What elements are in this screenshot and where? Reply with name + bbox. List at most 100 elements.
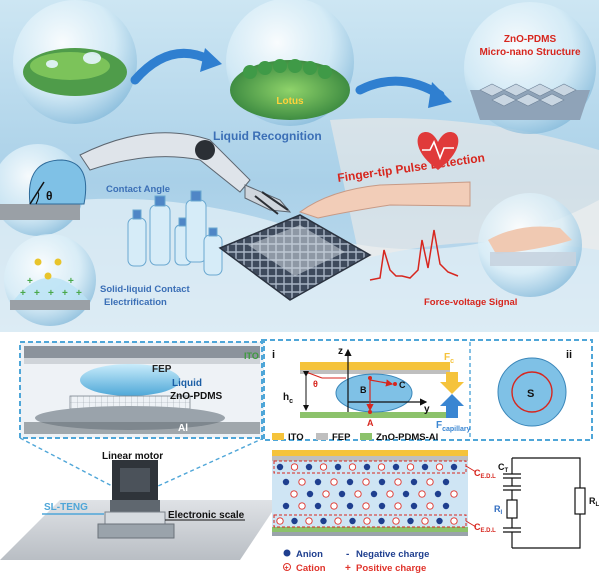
ito-layer	[300, 362, 450, 370]
linear-motor-rig	[97, 460, 175, 539]
cation-dot	[362, 478, 370, 486]
liquid-label: Liquid	[172, 378, 202, 389]
anion-dot	[450, 463, 458, 471]
contact-angle-theta: θ	[46, 189, 53, 203]
liquid-recognition-label: Liquid Recognition	[213, 129, 322, 143]
axis-z: z	[338, 346, 343, 357]
hc-label: hc	[283, 392, 293, 405]
top-illustration: Lotus ZnO-PDMS Micro-nano Structure Li	[0, 0, 599, 332]
anion-dot	[392, 463, 400, 471]
cation-dot	[319, 463, 328, 471]
svg-text:+: +	[62, 288, 68, 299]
svg-text:+: +	[345, 563, 351, 574]
force-theta: θ	[313, 379, 318, 389]
point-b: B	[360, 385, 367, 395]
rl-label: RL	[589, 496, 599, 508]
anion-dot	[314, 478, 322, 486]
electronic-scale-label: Electronic scale	[168, 510, 245, 521]
robot-arm	[79, 132, 292, 215]
anion-dot	[282, 478, 290, 486]
leaf-bubble	[13, 0, 137, 124]
ri-label: RI	[494, 504, 503, 516]
cation-dot	[426, 478, 434, 486]
cation-dot	[348, 463, 357, 471]
cation-dot	[354, 490, 362, 498]
anion-dot	[349, 517, 356, 525]
fep-label: FEP	[152, 364, 172, 375]
bottles	[127, 190, 223, 276]
solid-liquid-label-1: Solid-liquid Contact	[100, 284, 191, 295]
lotus-label: Lotus	[276, 96, 304, 107]
fc-arrow	[440, 372, 464, 394]
heart-icon	[417, 132, 459, 170]
cation-dot	[305, 517, 313, 525]
anion-dot	[320, 517, 327, 525]
anion-dot	[346, 502, 354, 510]
cation-dot	[450, 490, 458, 498]
linear-motor-label: Linear motor	[102, 451, 163, 462]
cation-dot	[322, 490, 330, 498]
anion-dot	[434, 490, 442, 498]
liquid-drop	[80, 364, 180, 396]
anion-dot	[363, 463, 371, 471]
anion-dot	[334, 463, 342, 471]
cation-dot	[377, 463, 386, 471]
cation-dot	[362, 502, 370, 510]
legend-anion: Anion	[296, 549, 323, 560]
flow-arrow-1	[130, 48, 215, 85]
force-analysis-frame	[261, 339, 593, 441]
cation-dot	[330, 478, 338, 486]
ion-legend: Anion + Cation - Negative charge + Posit…	[283, 549, 429, 574]
anion-dot	[282, 502, 290, 510]
anion-dot	[370, 490, 378, 498]
anion-dot	[314, 502, 322, 510]
cation-dot	[290, 490, 298, 498]
force-voltage-label: Force-voltage Signal	[424, 297, 517, 308]
solid-liquid-label-2: Electrification	[104, 297, 167, 308]
anion-dot	[305, 463, 313, 471]
legend-zno: ZnO-PDMS-Al	[376, 432, 438, 443]
panel-ii-label: ii	[566, 349, 572, 361]
sl-teng-label: SL-TENG	[44, 502, 88, 513]
ito-label: ITO	[244, 351, 259, 361]
top-view-droplet	[497, 357, 567, 427]
legend-ito: ITO	[288, 432, 304, 443]
svg-text:+: +	[34, 288, 40, 299]
svg-text:-: -	[346, 549, 349, 560]
setup-panel: FEP ITO Liquid ZnO-PDMS Al Linear motor …	[0, 332, 599, 578]
equivalent-circuit	[503, 457, 586, 549]
axis-y: y	[424, 404, 430, 415]
anion-dot	[346, 478, 354, 486]
fc-label: Fc	[444, 352, 454, 365]
fcap-label: Fcapillary	[436, 420, 471, 433]
cation-dot	[298, 502, 306, 510]
anion-dot	[378, 502, 386, 510]
cation-dot	[392, 517, 400, 525]
anion-dot	[378, 517, 385, 525]
anion-dot	[436, 517, 443, 525]
cation-dot	[450, 517, 458, 525]
legend-fep: FEP	[332, 432, 351, 443]
cation-dot	[276, 517, 284, 525]
cedl-label-top: CE.D.L	[474, 468, 496, 480]
fep-layer-top	[300, 370, 450, 374]
cation-dot	[394, 478, 402, 486]
cation-dot	[290, 463, 299, 471]
cedl-label-bottom: CE.D.L	[474, 522, 496, 534]
force-voltage-signal	[369, 229, 459, 281]
point-c: C	[399, 380, 406, 390]
anion-dot	[410, 478, 418, 486]
point-a: A	[367, 418, 374, 428]
svg-text:+: +	[27, 276, 33, 287]
area-s-label: S	[527, 388, 534, 400]
solid-liquid-bubble: +++++ ++	[4, 234, 96, 326]
anion-dot	[291, 517, 298, 525]
cation-dot	[386, 490, 394, 498]
anion-dot	[410, 502, 418, 510]
legend-positive: Positive charge	[356, 563, 426, 574]
force-analysis-panel: i ii z y θ hc B C A Fc Fcapillary	[261, 339, 593, 443]
anion-dot	[276, 463, 284, 471]
al-label: Al	[178, 423, 188, 434]
